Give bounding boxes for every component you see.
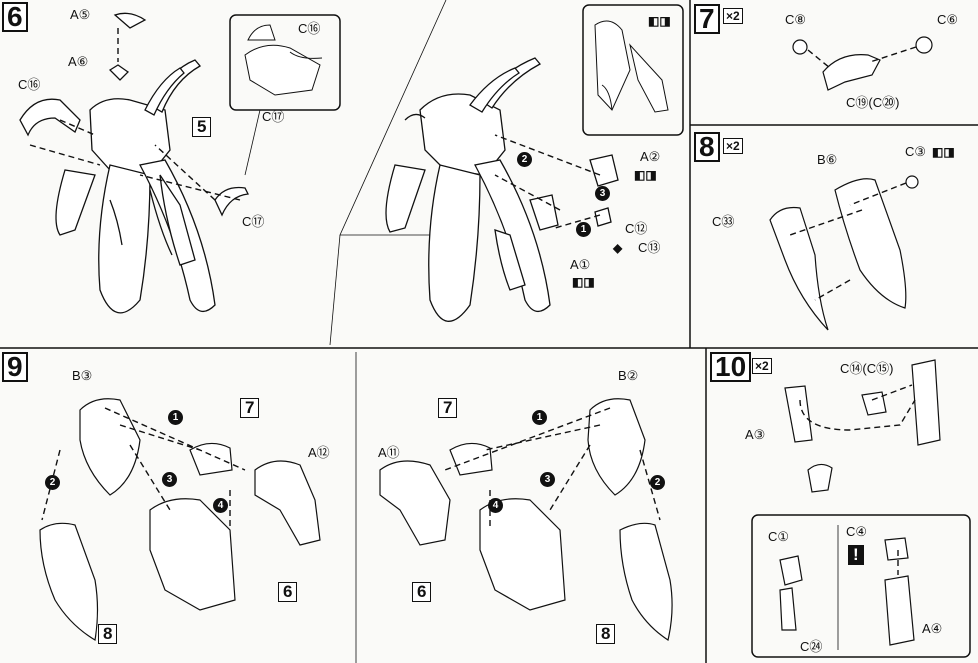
step9-right-art	[379, 398, 673, 641]
part-label-b2: B②	[618, 368, 639, 383]
part-label-c14-c15: C⑭(C⑮)	[840, 361, 894, 376]
order-marker-1-left: 1	[168, 410, 183, 425]
c13-symbol-icon: ◆	[613, 241, 623, 255]
part-label-c3: C③	[905, 144, 927, 159]
part-label-a11: A⑪	[378, 445, 400, 460]
part-label-c8: C⑧	[785, 12, 807, 27]
part-label-c24: C㉔	[800, 639, 823, 654]
order-marker-3-right: 3	[540, 472, 555, 487]
inset-label-c16: C⑯	[298, 21, 321, 36]
step-ref-8-right: 8	[596, 624, 616, 644]
step9-left-art	[39, 398, 321, 641]
step10-parts	[779, 359, 941, 646]
order-marker-2-left: 2	[45, 475, 60, 490]
part-label-c12: C⑫	[625, 221, 648, 236]
part-label-c4: C④	[846, 524, 868, 539]
step-ref-5: 5	[192, 117, 212, 137]
step-8-number: 8	[694, 132, 720, 162]
part-label-a3: A③	[745, 427, 766, 442]
a1-symbol-icon: ◧◨	[572, 275, 595, 289]
a2-symbol-icon: ◧◨	[634, 168, 657, 182]
order-marker-4-left: 4	[213, 498, 228, 513]
warning-icon: !	[848, 545, 864, 565]
order-marker-2: 2	[517, 152, 532, 167]
step-10-multiplier: ×2	[752, 358, 772, 374]
c3-symbol-icon: ◧◨	[932, 145, 955, 159]
step-ref-7-left: 7	[240, 398, 260, 418]
step-7-number: 7	[694, 4, 720, 34]
step-7-multiplier: ×2	[723, 8, 743, 24]
order-marker-1: 1	[576, 222, 591, 237]
step-ref-8-left: 8	[98, 624, 118, 644]
part-label-c13: C⑬	[638, 240, 661, 255]
step6-mech-right	[385, 57, 619, 322]
order-marker-2-right: 2	[650, 475, 665, 490]
step-9-number: 9	[2, 352, 28, 382]
step6-inset-right-art	[594, 20, 669, 113]
inset-symbol-icon: ◧◨	[648, 14, 671, 28]
part-label-a6: A⑥	[68, 54, 89, 69]
order-marker-3: 3	[595, 186, 610, 201]
part-label-b6: B⑥	[817, 152, 838, 167]
step8-parts	[769, 175, 919, 331]
part-label-a2: A②	[640, 149, 661, 164]
part-label-a5: A⑤	[70, 7, 91, 22]
part-label-b3: B③	[72, 368, 93, 383]
step-10-number: 10	[710, 352, 752, 382]
part-label-a4: A④	[922, 621, 943, 636]
step-6-number: 6	[2, 2, 28, 32]
step-8-multiplier: ×2	[723, 138, 743, 154]
part-label-c16: C⑯	[18, 77, 41, 92]
part-label-a12: A⑫	[308, 445, 330, 460]
step-ref-6-right: 6	[412, 582, 432, 602]
part-label-c6: C⑥	[937, 12, 959, 27]
part-label-a1: A①	[570, 257, 591, 272]
assembly-lines	[29, 28, 917, 575]
order-marker-1-right: 1	[532, 410, 547, 425]
step-ref-7-right: 7	[438, 398, 458, 418]
inset-label-c17: C⑰	[262, 109, 285, 124]
part-label-c17: C⑰	[242, 214, 265, 229]
step-ref-6-left: 6	[278, 582, 298, 602]
step6-inset-art	[244, 24, 323, 96]
step7-parts	[792, 36, 933, 91]
order-marker-4-right: 4	[488, 498, 503, 513]
part-label-c1: C①	[768, 529, 790, 544]
part-label-c19-c20: C⑲(C⑳)	[846, 95, 900, 110]
part-label-c33: C㉝	[712, 214, 735, 229]
step6-mech-left	[19, 12, 249, 314]
order-marker-3-left: 3	[162, 472, 177, 487]
